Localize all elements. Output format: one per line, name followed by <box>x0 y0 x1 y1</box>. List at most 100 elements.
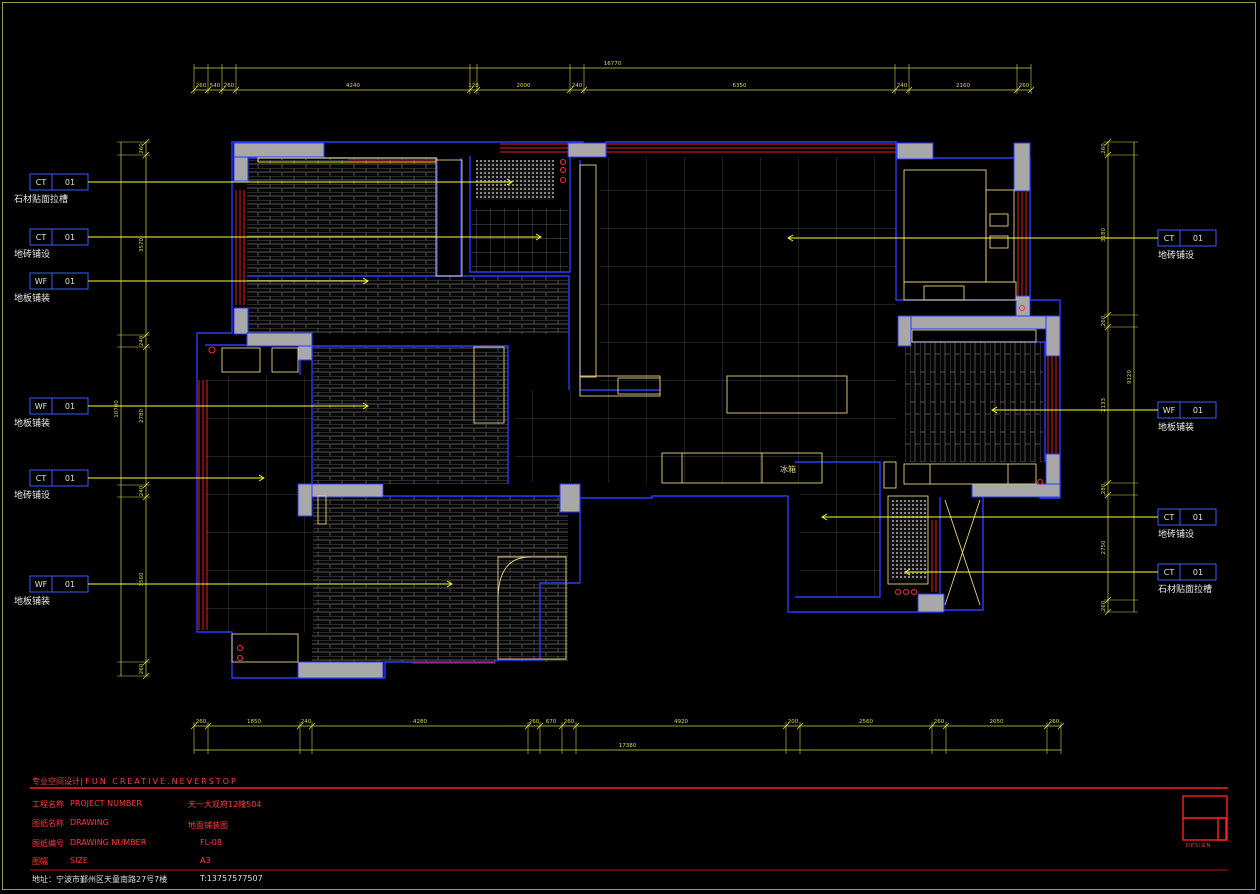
tag-arrow <box>904 568 911 576</box>
tag-label: 地砖铺设 <box>14 248 50 260</box>
top-dim-label: 540 <box>210 83 221 89</box>
top-dim-label: 260 <box>224 83 235 89</box>
tag-code: CT <box>36 178 47 187</box>
tag-label: 地砖铺设 <box>1158 249 1194 261</box>
tag-number: 01 <box>1193 568 1203 577</box>
left-dim-label: 240 <box>139 485 145 496</box>
bottom-tick-mark <box>536 722 544 730</box>
bottom-tick-mark <box>1057 722 1065 730</box>
right-dim-label: 2750 <box>1101 540 1107 554</box>
bottom-dim-label: 1850 <box>247 719 261 725</box>
right-dim-label: 260 <box>1101 600 1107 611</box>
material-tag: WF 01 地板铺装 <box>14 272 369 304</box>
bottom-dim-label: 4280 <box>413 719 427 725</box>
tag-number: 01 <box>65 277 75 286</box>
tag-number: 01 <box>1193 406 1203 415</box>
size-value: A3 <box>200 856 211 865</box>
bottom-tick-mark <box>558 722 566 730</box>
bottom-tick-mark <box>190 722 198 730</box>
tag-number: 01 <box>65 402 75 411</box>
tag-code: WF <box>35 580 48 589</box>
top-tick-mark <box>466 86 474 94</box>
top-dim-label: 4240 <box>346 83 360 89</box>
tag-number: 01 <box>65 233 75 242</box>
row3-en: DRAWING NUMBER <box>70 838 147 847</box>
bottom-tick-mark <box>942 722 950 730</box>
tag-number: 01 <box>65 580 75 589</box>
tag-arrow <box>506 178 513 186</box>
bottom-dim-label: 4920 <box>674 719 688 725</box>
row1-en: PROJECT NUMBER <box>70 799 142 808</box>
top-tick-mark <box>905 86 913 94</box>
right-tick-mark <box>1104 479 1112 487</box>
left-tick-mark <box>142 138 150 146</box>
row2-label: 图纸名称 <box>32 819 64 828</box>
tag-label: 地砖铺设 <box>1158 528 1194 540</box>
project-value: 天一大观府12幢504 <box>188 800 262 809</box>
tag-number: 01 <box>1193 234 1203 243</box>
right-dim-label: 260 <box>1101 315 1107 326</box>
material-tag: CT 01 地砖铺设 <box>14 228 542 260</box>
tag-code: WF <box>1163 406 1176 415</box>
material-tags: CT 01 石材贴面拉槽 CT 01 地砖铺设 WF 01 地板铺装 WF 01 地板铺装 CT 01 地砖… <box>14 173 1217 607</box>
material-tag: CT 01 石材贴面拉槽 <box>14 173 513 205</box>
room-label-bar: 冰箱 <box>780 464 796 474</box>
tag-code: WF <box>35 277 48 286</box>
top-dim-label: 260 <box>1019 83 1030 89</box>
material-tag: WF 01 地板铺装 <box>14 397 369 429</box>
tag-label: 地板铺装 <box>14 292 50 304</box>
material-tag: CT 01 地砖铺设 <box>821 508 1217 540</box>
top-total-label: 16770 <box>604 61 622 67</box>
material-tag: WF 01 地板铺装 <box>14 575 453 607</box>
top-dim-label: 2160 <box>956 83 970 89</box>
drawing-number-value: FL-08 <box>200 838 222 847</box>
bottom-dim-label: 2050 <box>990 719 1004 725</box>
top-tick-mark <box>1027 86 1035 94</box>
tag-code: CT <box>1164 513 1175 522</box>
right-dim-label: 2133 <box>1101 398 1107 412</box>
outlets <box>208 159 1043 661</box>
tag-arrow <box>787 234 794 242</box>
tag-arrow <box>991 406 998 414</box>
top-tick-mark <box>232 86 240 94</box>
left-dim-label: 260 <box>139 663 145 674</box>
left-tick-mark <box>142 672 150 680</box>
tag-number: 01 <box>1193 513 1203 522</box>
tag-arrow <box>362 402 369 410</box>
row4-en: SIZE <box>70 856 88 865</box>
tag-number: 01 <box>65 178 75 187</box>
bottom-tick-mark <box>782 722 790 730</box>
bottom-tick-mark <box>296 722 304 730</box>
tag-code: CT <box>36 233 47 242</box>
bottom-tick-mark <box>796 722 804 730</box>
bottom-dim-label: 2560 <box>859 719 873 725</box>
top-tick-mark <box>580 86 588 94</box>
top-tick-mark <box>204 86 212 94</box>
left-tick-mark <box>142 331 150 339</box>
top-dim-label: 240 <box>572 83 583 89</box>
left-dim-label: 2780 <box>139 409 145 423</box>
bottom-dim-label: 670 <box>546 719 557 725</box>
tag-label: 地板铺装 <box>14 417 50 429</box>
tag-arrow <box>258 474 265 482</box>
tag-label: 地板铺装 <box>14 595 50 607</box>
tag-arrow <box>362 277 369 285</box>
row1-label: 工程名称 <box>32 800 64 809</box>
top-dim-label: 240 <box>897 83 908 89</box>
title-block-lines <box>30 787 1228 871</box>
right-tick-mark <box>1104 596 1112 604</box>
bottom-tick-mark <box>928 722 936 730</box>
row2-en: DRAWING <box>70 818 109 827</box>
right-total-label: 9120 <box>1127 370 1133 384</box>
bottom-dim-label: 260 <box>934 719 945 725</box>
top-tick-mark <box>1013 86 1021 94</box>
bottom-dim-label: 240 <box>301 719 312 725</box>
tag-label: 石材贴面拉槽 <box>14 193 68 205</box>
tag-code: CT <box>1164 568 1175 577</box>
tag-code: WF <box>35 402 48 411</box>
fixtures <box>221 157 1037 663</box>
tag-label: 地砖铺设 <box>14 489 50 501</box>
